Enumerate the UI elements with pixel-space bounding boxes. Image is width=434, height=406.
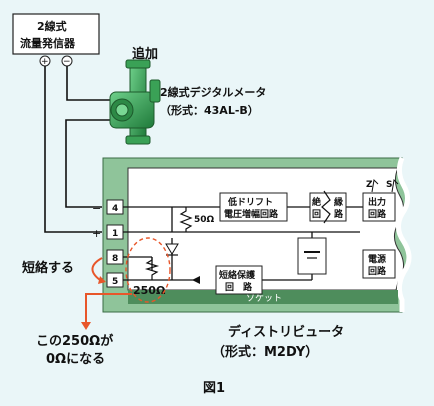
diode-symbol	[165, 243, 179, 255]
transmitter-line2: 流量発信器	[20, 36, 76, 50]
resistor-250-label: 250Ω	[133, 284, 166, 297]
isolation-label-4: 路	[334, 208, 344, 220]
amp-block	[219, 192, 288, 222]
note-leader-arrowhead	[81, 322, 91, 330]
psu-label-2: 回路	[368, 265, 387, 277]
output-label-2: 回路	[368, 208, 387, 220]
short-protection-block	[215, 265, 263, 295]
note-leader-arrow	[85, 293, 132, 324]
resistor-50-label: 50Ω	[194, 215, 215, 225]
terminal-4-label: 4	[112, 204, 118, 214]
short-protection-label-2: 回 路	[225, 281, 253, 293]
supply-symbol	[297, 237, 327, 275]
s-label: S	[386, 180, 392, 190]
psu-block	[362, 249, 396, 279]
short-jumper-arrow	[91, 257, 103, 281]
distributor-model: （形式：M2DY）	[212, 344, 318, 360]
transmitter-line1: 2線式	[37, 19, 67, 33]
isolation-label-2: 回	[312, 209, 321, 220]
figure-caption: 図1	[203, 381, 225, 396]
short-jumper-arrowhead	[98, 276, 106, 284]
psu-label-1: 電源	[368, 253, 386, 265]
z-label: Z	[366, 180, 373, 190]
terminal-5-label: 5	[112, 277, 118, 287]
note-line2: 0Ωになる	[46, 352, 105, 367]
transmitter-minus-sign: −	[63, 57, 71, 67]
terminal-minus-sign: −	[92, 202, 101, 215]
amp-label-2: 電圧増幅回路	[224, 208, 279, 220]
note-line1: この250Ωが	[36, 333, 113, 349]
output-arrow-s	[391, 178, 399, 193]
meter-name: 2線式デジタルメータ	[160, 85, 266, 99]
short-protection-label-1: 短絡保護	[219, 269, 256, 281]
terminal-8-label: 8	[112, 254, 118, 264]
output-label-1: 出力	[368, 196, 386, 208]
distributor-name: ディストリビュータ	[228, 324, 344, 340]
meter-add-label: 追加	[132, 46, 158, 62]
transmitter-box	[12, 13, 100, 55]
short-highlight-ellipse	[125, 237, 171, 303]
socket-strip	[128, 290, 398, 304]
digital-meter-drawing	[109, 59, 161, 145]
short-label: 短絡する	[22, 260, 74, 276]
isolation-label-3: 縁	[334, 196, 343, 208]
isolation-label-1: 絶	[312, 196, 321, 208]
output-block	[362, 192, 396, 222]
terminal-block	[106, 199, 124, 288]
socket-label: ソケット	[246, 293, 282, 304]
resistor-250-symbol	[144, 257, 160, 280]
diode-2-symbol	[192, 276, 200, 284]
meter-model: （形式：43AL-B）	[160, 103, 259, 117]
terminal-1-label: 1	[112, 229, 118, 239]
resistor-50-symbol	[179, 207, 193, 232]
terminal-plus-sign: +	[92, 227, 101, 240]
amp-label-1: 低ドリフト	[227, 196, 273, 208]
distributor-right-wavy-edge	[396, 157, 412, 312]
output-arrow-z	[371, 178, 379, 193]
isolation-barrier	[321, 190, 331, 224]
transmitter-plus-sign: +	[41, 57, 49, 67]
